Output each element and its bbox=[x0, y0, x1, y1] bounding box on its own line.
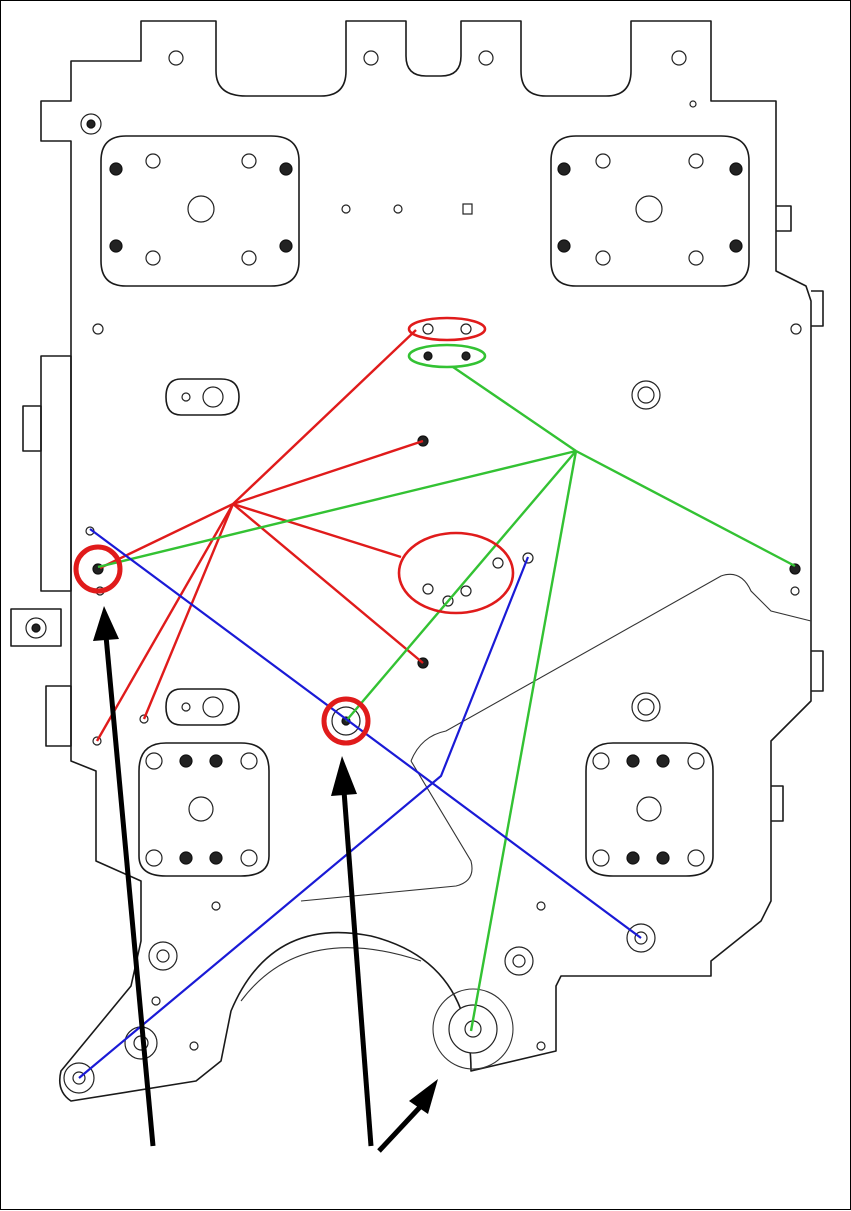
green-line-to-right-hole bbox=[576, 451, 795, 566]
middle-arrow-head bbox=[331, 756, 357, 796]
blue-line-to-bottom-left bbox=[79, 557, 528, 1078]
top-holes bbox=[93, 51, 801, 334]
top-holes-ellipse bbox=[409, 318, 485, 340]
lower-right-block bbox=[586, 743, 713, 876]
tapped-holes-ellipse bbox=[409, 345, 485, 367]
hole-cluster-ellipse bbox=[399, 533, 513, 613]
upper-left-block bbox=[101, 136, 299, 286]
right-arrow bbox=[379, 1106, 421, 1151]
red-connection-lines bbox=[97, 330, 423, 741]
green-line-to-center-hole bbox=[346, 451, 576, 721]
upper-right-block bbox=[551, 136, 749, 286]
green-highlight-ellipse bbox=[409, 345, 485, 367]
red-line-to-top-holes bbox=[233, 330, 416, 504]
highlight-rings bbox=[76, 547, 368, 743]
lower-left-block bbox=[139, 743, 269, 876]
red-line-to-hole-cluster bbox=[233, 504, 401, 557]
green-line-to-top-holes bbox=[453, 367, 576, 451]
right-arrow-head bbox=[409, 1079, 438, 1114]
left-arrow-head bbox=[93, 606, 119, 641]
middle-slots bbox=[166, 379, 660, 725]
black-arrows bbox=[93, 606, 438, 1151]
small-holes bbox=[64, 324, 800, 1093]
green-connection-lines bbox=[98, 367, 795, 1031]
